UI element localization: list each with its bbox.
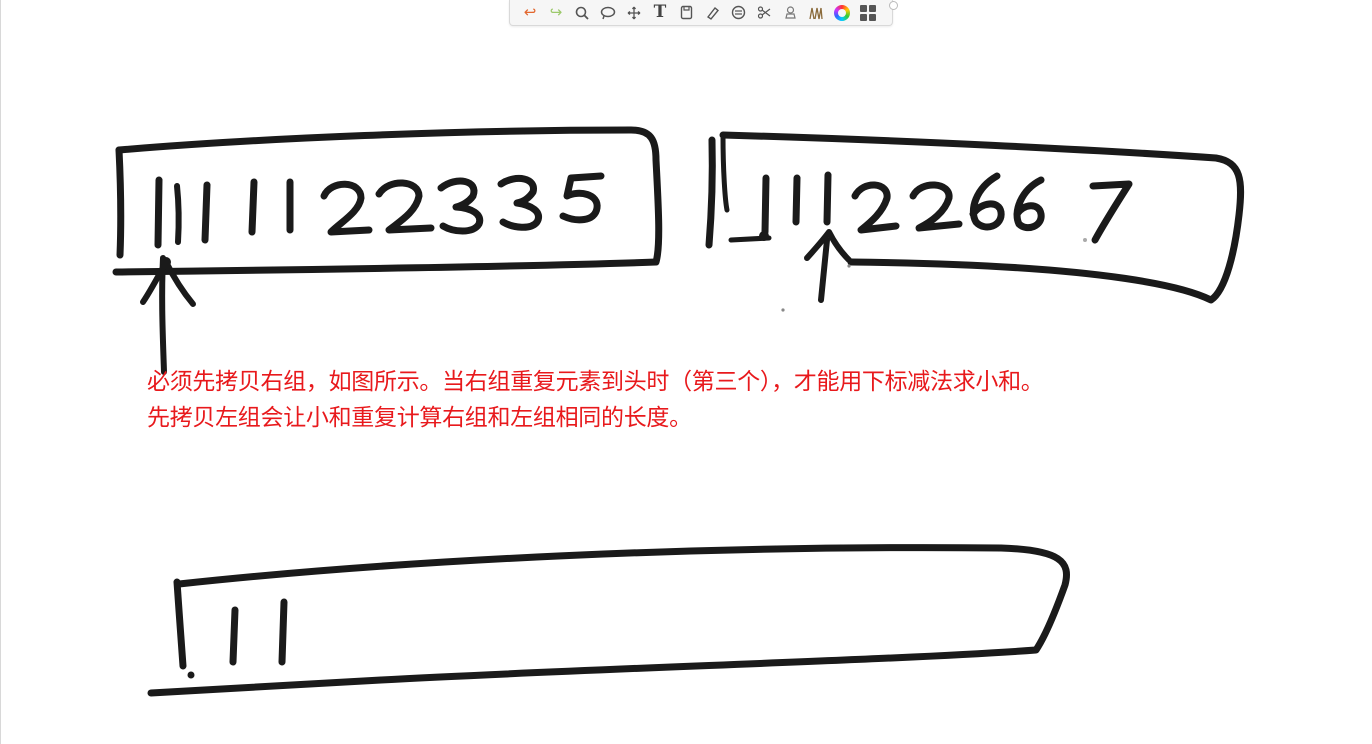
- scissors-icon[interactable]: [752, 2, 776, 24]
- left-pointer-arrow: [140, 255, 196, 375]
- left-array-box: [112, 126, 663, 276]
- eraser-icon[interactable]: [700, 2, 724, 24]
- move-icon[interactable]: [622, 2, 646, 24]
- pen-icon[interactable]: [804, 2, 828, 24]
- drawing-toolbar: ↩ ↪ T: [509, 0, 898, 26]
- shape-icon[interactable]: [726, 2, 750, 24]
- right-array-digits: [761, 171, 1133, 244]
- zoom-icon[interactable]: [570, 2, 594, 24]
- undo-icon[interactable]: ↩: [523, 3, 537, 21]
- stamp-icon[interactable]: [778, 2, 802, 24]
- annotation-line-1: 必须先拷贝右组，如图所示。当右组重复元素到头时（第三个），才能用下标减法求小和。: [147, 369, 1044, 395]
- text-tool-icon[interactable]: T: [653, 2, 667, 22]
- annotation-line-2: 先拷贝左组会让小和重复计算右组和左组相同的长度。: [147, 405, 692, 431]
- color-picker-icon[interactable]: [830, 2, 854, 24]
- right-pointer-arrow: [728, 229, 1087, 312]
- lasso-icon[interactable]: [596, 2, 620, 24]
- note-icon[interactable]: [674, 2, 698, 24]
- left-array-digits: [154, 172, 605, 249]
- redo-icon[interactable]: ↪: [549, 3, 563, 21]
- bottom-array-digits: [229, 598, 288, 666]
- apps-grid-icon[interactable]: [856, 2, 880, 24]
- toolbar-pin-icon[interactable]: [889, 1, 898, 10]
- bottom-array-box: [147, 544, 1070, 697]
- right-array-box: [705, 131, 1245, 304]
